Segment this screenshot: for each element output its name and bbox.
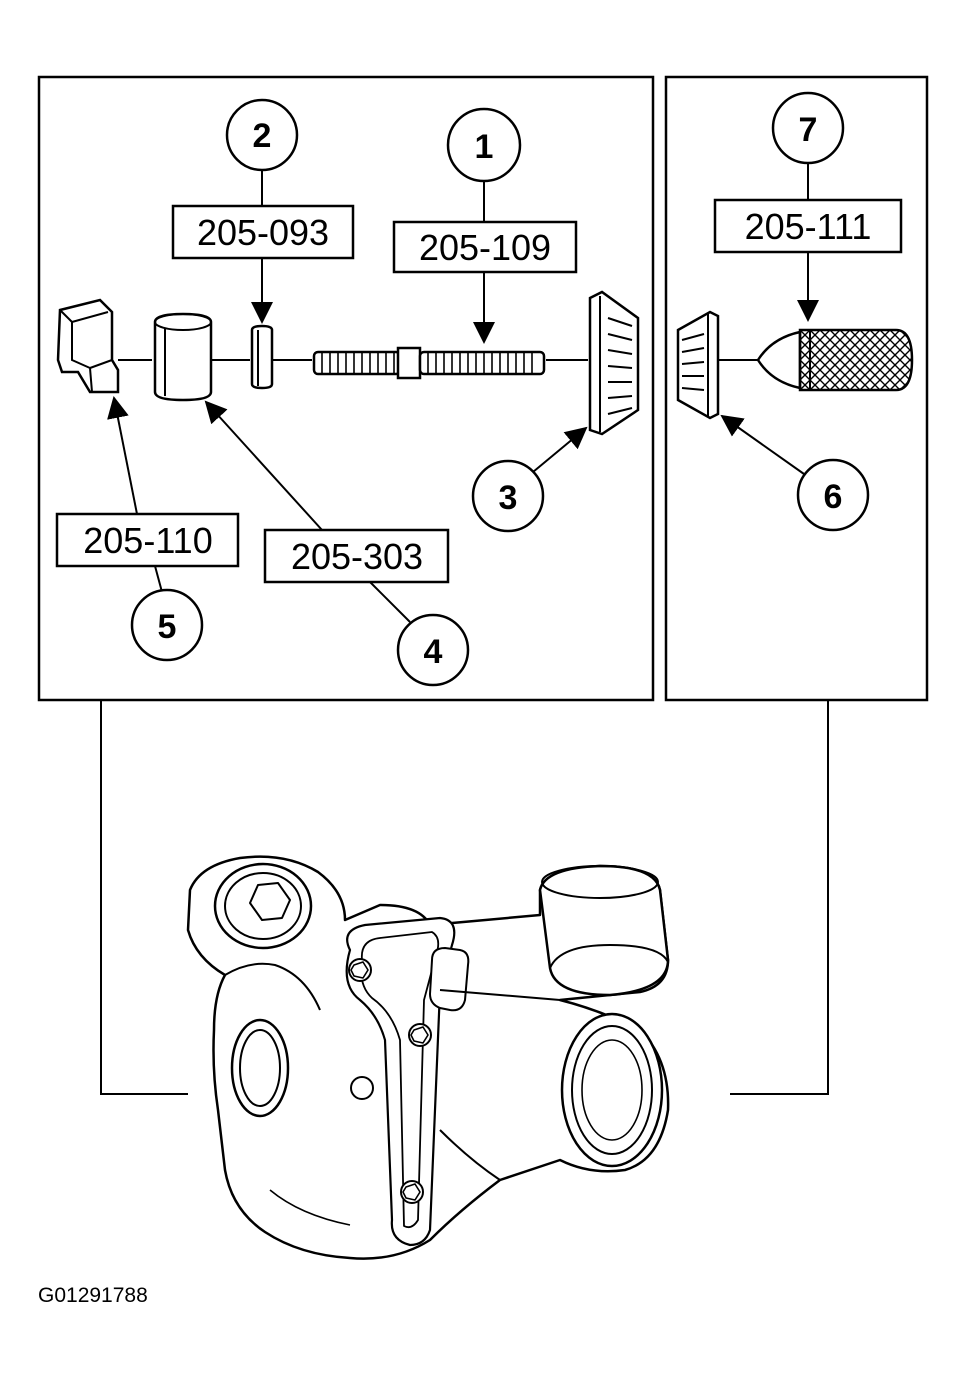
threaded-rod-drawing xyxy=(312,346,546,380)
callout-7: 7 205-111 xyxy=(713,91,903,322)
bearing-installer-drawing xyxy=(756,328,914,392)
callout-6: 6 xyxy=(720,414,870,532)
tool-label-box-205-303 xyxy=(263,528,450,584)
callout-5: 205-110 5 xyxy=(55,396,240,662)
left-panel-frame xyxy=(37,75,655,702)
tool-label-box-205-093 xyxy=(171,204,355,260)
adapter-block-drawing xyxy=(56,298,120,394)
tool-label-205-303: 205-303 xyxy=(291,536,423,577)
tool-label-box-205-111 xyxy=(713,198,903,254)
tool-label-205-110: 205-110 xyxy=(83,520,212,561)
callout-3-circle xyxy=(471,459,545,533)
callout-7-number: 7 xyxy=(799,111,818,149)
right-connector-line xyxy=(730,700,829,1095)
thin-washer-drawing xyxy=(250,324,274,390)
tool-label-205-093: 205-093 xyxy=(197,212,329,253)
callout-2-number: 2 xyxy=(253,117,272,155)
tool-label-205-109: 205-109 xyxy=(419,227,551,268)
callout-4-number: 4 xyxy=(424,633,443,671)
tool-label-205-111: 205-111 xyxy=(745,206,872,247)
callout-3: 3 xyxy=(471,426,588,533)
callout-5-number: 5 xyxy=(158,608,177,646)
callout-3-number: 3 xyxy=(499,479,518,517)
tool-label-box-205-109 xyxy=(392,220,578,274)
callout-6-circle xyxy=(796,458,870,532)
knuckle-housing-drawing xyxy=(186,855,670,1260)
tool-label-box-205-110 xyxy=(55,512,240,568)
callout-6-number: 6 xyxy=(824,478,843,516)
callout-4-circle xyxy=(396,613,470,687)
callout-2: 2 205-093 xyxy=(171,98,355,324)
callout-1-number: 1 xyxy=(475,128,494,166)
callout-5-circle xyxy=(130,588,204,662)
cup-adapter-drawing xyxy=(153,312,213,402)
figure-id: G01291788 xyxy=(38,1284,148,1307)
callout-1: 1 205-109 xyxy=(392,107,578,344)
right-panel-frame xyxy=(664,75,929,702)
left-connector-line xyxy=(100,700,188,1095)
tapered-bearing-small-drawing xyxy=(676,310,720,420)
callout-4: 205-303 4 xyxy=(204,400,470,687)
tapered-bearing-large-drawing xyxy=(588,290,640,436)
